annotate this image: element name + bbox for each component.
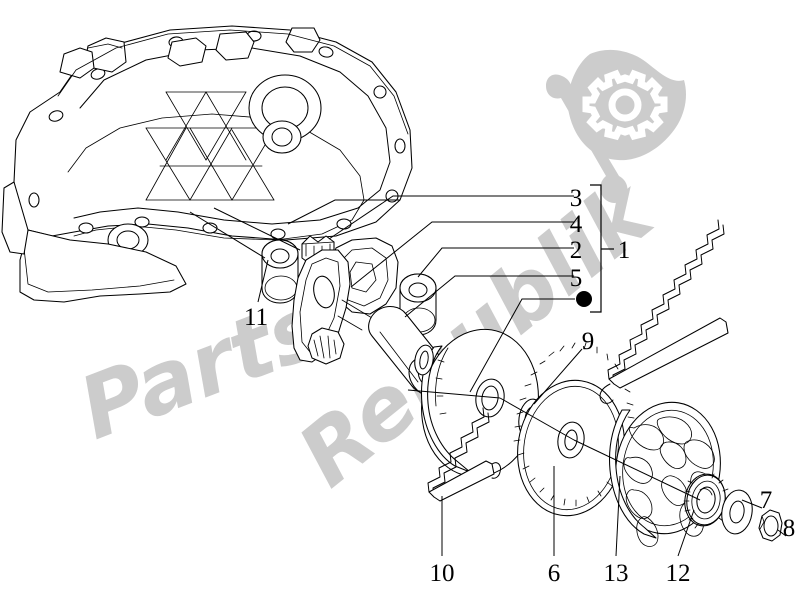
spring-10 bbox=[427, 407, 501, 502]
washer-small-left bbox=[414, 344, 434, 376]
callout-10: 10 bbox=[430, 560, 455, 587]
crankcase-boss-mid bbox=[262, 120, 302, 154]
flanged-nut-8 bbox=[758, 509, 783, 542]
callout-9: 9 bbox=[582, 328, 595, 355]
callout-numbers: 3 4 2 5 1 9 11 10 6 13 12 7 8 bbox=[244, 185, 795, 587]
ramp-plate-hole bbox=[313, 275, 335, 309]
callout-6: 6 bbox=[548, 560, 561, 587]
crankcase-cover bbox=[1, 25, 413, 303]
spring-upper-right bbox=[599, 219, 729, 404]
roller-weight-11 bbox=[261, 239, 299, 304]
movable-driving-pulley-half bbox=[421, 328, 539, 478]
assembly-group-dot-marker bbox=[576, 291, 592, 307]
callout-1: 1 bbox=[618, 237, 631, 264]
callout-7: 7 bbox=[760, 487, 773, 514]
leader-lines bbox=[189, 195, 787, 557]
callout-13: 13 bbox=[604, 560, 629, 587]
flag-pole bbox=[546, 74, 628, 203]
callout-5: 5 bbox=[570, 265, 583, 292]
callout-11: 11 bbox=[244, 304, 268, 331]
callout-3: 3 bbox=[570, 185, 583, 212]
callout-2: 2 bbox=[570, 237, 583, 264]
flag-shape bbox=[567, 49, 686, 161]
bracket-group-1 bbox=[590, 184, 614, 313]
movable-drive-face-ramp-plate-4 bbox=[291, 237, 399, 365]
gear-icon bbox=[582, 69, 668, 141]
callout-8: 8 bbox=[783, 515, 796, 542]
pulley-disc-rim bbox=[421, 345, 471, 473]
clutch-hub-assembly-12 bbox=[683, 473, 730, 529]
callout-4: 4 bbox=[570, 211, 583, 238]
flag-with-gear-icon bbox=[546, 49, 686, 203]
callout-12: 12 bbox=[666, 560, 691, 587]
crankcase-ribs bbox=[145, 91, 275, 201]
